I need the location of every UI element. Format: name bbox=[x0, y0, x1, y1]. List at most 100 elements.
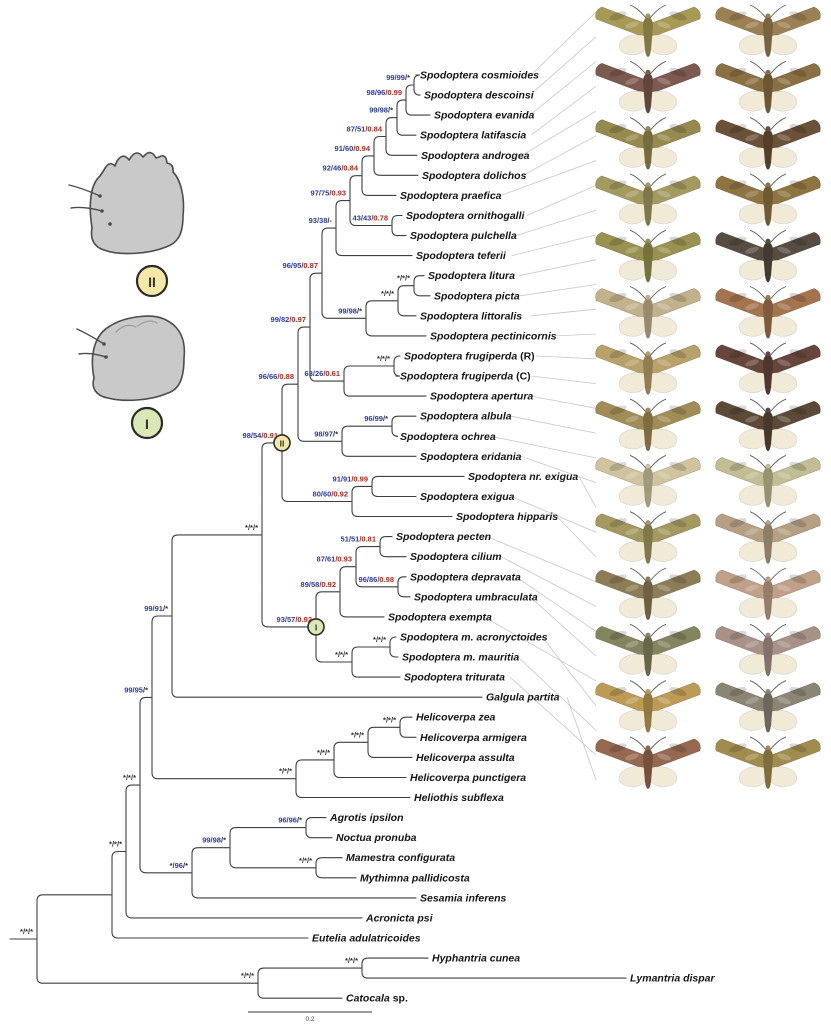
support-value: 99/99/* bbox=[386, 73, 410, 82]
leader-line bbox=[519, 284, 597, 297]
head-capsule-ii-drawing bbox=[89, 151, 185, 255]
support-value: 96/66/0.88 bbox=[259, 372, 294, 381]
support-value: */*/* bbox=[397, 274, 410, 283]
moth-photo bbox=[595, 117, 701, 171]
node-badge-i-label: I bbox=[315, 622, 317, 632]
support-value: 99/91/* bbox=[144, 604, 168, 613]
taxon-label: Spodoptera depravata bbox=[410, 571, 521, 583]
taxon-label: Spodoptera pulchella bbox=[410, 230, 517, 242]
support-value: */*/* bbox=[245, 523, 258, 532]
taxon-label: Spodoptera ornithogalli bbox=[406, 210, 525, 222]
taxon-label: Acronicta psi bbox=[365, 912, 434, 924]
support-value: */*/* bbox=[381, 289, 394, 298]
moth-photo bbox=[595, 680, 701, 734]
leader-line bbox=[526, 185, 597, 216]
leader-line bbox=[515, 209, 597, 236]
moth-photo bbox=[715, 117, 821, 171]
leader-line bbox=[518, 259, 597, 277]
taxon-label: Spodoptera albula bbox=[420, 411, 512, 423]
clade-node-badges: III bbox=[273, 434, 325, 636]
support-value: */*/* bbox=[299, 856, 312, 865]
support-value: 43/43/0.78 bbox=[353, 214, 388, 223]
leader-line bbox=[529, 36, 597, 96]
taxon-label: Spodoptera frugiperda (R) bbox=[404, 351, 535, 363]
seta-base-dot bbox=[98, 194, 102, 198]
seta-lines-ii bbox=[70, 206, 103, 212]
node-badge-ii bbox=[273, 434, 291, 452]
leader-line bbox=[515, 576, 597, 632]
moth-photo bbox=[595, 229, 701, 283]
support-value: 91/91/0.99 bbox=[333, 474, 368, 483]
support-value: */*/* bbox=[377, 354, 390, 363]
moth-photo bbox=[595, 736, 701, 790]
support-value: */*/* bbox=[383, 715, 396, 724]
leader-line bbox=[530, 308, 597, 317]
support-value: 87/51/0.84 bbox=[347, 124, 383, 133]
support-value: */*/* bbox=[345, 956, 358, 965]
moth-photo bbox=[715, 229, 821, 283]
leader-line bbox=[510, 496, 597, 533]
support-value: */*/* bbox=[241, 971, 254, 980]
moth-photo bbox=[715, 680, 821, 734]
leader-line bbox=[530, 11, 597, 76]
moth-photo bbox=[715, 4, 821, 58]
seta-lines-i bbox=[78, 352, 107, 358]
taxon-label: Spodoptera teferii bbox=[416, 250, 507, 262]
moth-photo bbox=[715, 342, 821, 396]
morphology-insets: II I bbox=[68, 151, 186, 440]
taxon-label: Catocala sp. bbox=[346, 993, 408, 1005]
support-value: */*/* bbox=[351, 730, 364, 739]
support-value: 87/61/0.93 bbox=[317, 555, 352, 564]
taxon-label: Spodoptera triturata bbox=[404, 672, 505, 684]
leader-line bbox=[520, 455, 597, 483]
taxon-label: Spodoptera ochrea bbox=[400, 431, 496, 443]
taxon-label: Spodoptera litura bbox=[428, 270, 515, 282]
moth-photo bbox=[715, 511, 821, 565]
moth-photo bbox=[595, 60, 701, 114]
moth-photo bbox=[715, 454, 821, 508]
taxon-label: Heliothis subflexa bbox=[414, 792, 504, 804]
taxon-label: Agrotis ipsilon bbox=[329, 812, 404, 824]
taxon-label: Spodoptera exempta bbox=[388, 611, 492, 623]
moth-photo bbox=[715, 623, 821, 677]
scale-bar-label: 0.2 bbox=[305, 1016, 314, 1023]
seta-base-dot bbox=[102, 342, 106, 346]
moth-photo bbox=[595, 454, 701, 508]
support-value: */*/* bbox=[317, 748, 330, 757]
leader-line bbox=[490, 435, 597, 459]
moth-photo bbox=[715, 398, 821, 452]
support-value: 99/95/* bbox=[124, 685, 148, 694]
badge-i bbox=[130, 406, 164, 440]
support-value: 92/46/0.84 bbox=[323, 164, 359, 173]
taxon-label: Spodoptera m. mauritia bbox=[402, 652, 519, 664]
taxon-label: Spodoptera umbraculata bbox=[414, 591, 538, 603]
taxon-label: Spodoptera apertura bbox=[430, 391, 533, 403]
support-value: 99/98/* bbox=[369, 106, 393, 115]
moth-photo bbox=[715, 736, 821, 790]
moth-photo bbox=[595, 4, 701, 58]
tree-branches bbox=[9, 74, 627, 999]
leader-line bbox=[535, 355, 597, 360]
leader-line bbox=[486, 536, 597, 583]
taxon-label: Spodoptera frugiperda (C) bbox=[400, 371, 531, 383]
inset-clade-ii: II bbox=[68, 151, 185, 298]
support-value: 91/60/0.94 bbox=[335, 144, 371, 153]
moth-photo bbox=[595, 623, 701, 677]
ridge-line bbox=[137, 320, 158, 327]
taxon-label: Eutelia adulatricoides bbox=[312, 933, 421, 945]
moth-specimen-grid bbox=[595, 4, 821, 790]
taxon-label: Spodoptera cilium bbox=[410, 551, 502, 563]
seta-lines-ii bbox=[68, 184, 101, 197]
branch-paths bbox=[9, 74, 627, 999]
leader-line bbox=[500, 160, 597, 196]
seta-base-dot bbox=[100, 209, 104, 213]
seta-lines-i bbox=[76, 328, 105, 345]
leader-line bbox=[483, 616, 597, 682]
support-value: 96/86/0.98 bbox=[359, 575, 394, 584]
taxon-label: Spodoptera evanida bbox=[434, 110, 535, 122]
support-value: */*/* bbox=[109, 840, 122, 849]
leader-line bbox=[529, 596, 597, 657]
taxon-label: Helicoverpa assulta bbox=[416, 752, 515, 764]
